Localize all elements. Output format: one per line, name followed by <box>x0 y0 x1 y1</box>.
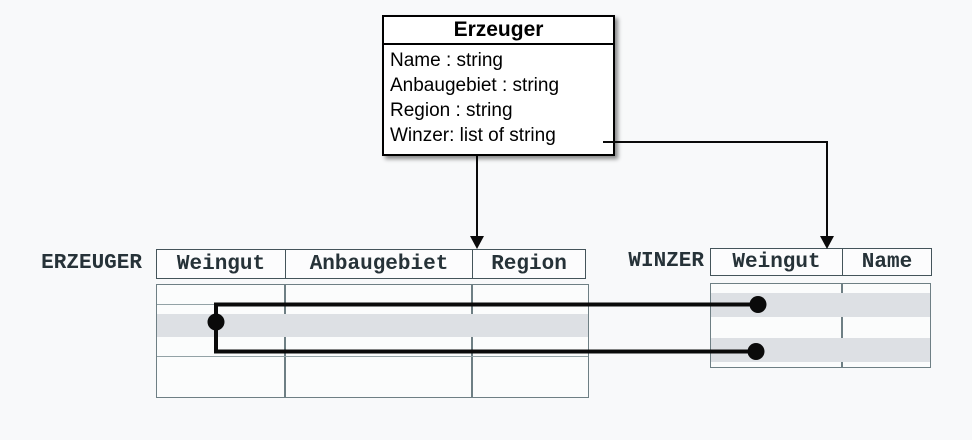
winzer-header-name: Name <box>861 250 913 274</box>
erzeuger-table-header: Weingut Anbaugebiet Region <box>156 249 586 279</box>
arrow-class-to-erzeuger-table <box>470 156 484 249</box>
arrowhead-icon <box>820 236 834 249</box>
winzer-header-weingut: Weingut <box>711 249 843 275</box>
column-separator <box>841 284 843 367</box>
class-attribute-name: Name : string <box>390 50 503 71</box>
erzeuger-header-region: Region <box>491 252 567 276</box>
column-separator <box>284 285 286 397</box>
erzeuger-header-anbaugebiet: Anbaugebiet <box>286 250 473 278</box>
winzer-table-label: WINZER <box>628 250 704 273</box>
class-attribute-winzer: Winzer: list of string <box>390 125 556 146</box>
relation-links <box>207 296 767 360</box>
class-box-erzeuger: Erzeuger Name : string Anbaugebiet : str… <box>382 15 615 156</box>
row-gridline <box>157 356 588 357</box>
erzeuger-highlighted-row <box>157 314 588 337</box>
column-separator <box>471 285 473 397</box>
arrow-winzer-attr-to-winzer-table <box>603 141 834 249</box>
class-title: Erzeuger <box>384 17 613 45</box>
erzeuger-table-label: ERZEUGER <box>41 252 142 275</box>
relation-link-upper <box>214 302 758 322</box>
erzeuger-header-weingut: Weingut <box>157 250 286 278</box>
link-dot-erzeuger <box>207 313 225 331</box>
link-dot-winzer-2 <box>747 343 765 360</box>
class-attributes: Name : string Anbaugebiet : string Regio… <box>384 45 613 148</box>
link-dot-winzer-1 <box>749 296 767 313</box>
class-attribute-anbaugebiet: Anbaugebiet : string <box>390 75 560 96</box>
class-attribute-region: Region : string <box>390 100 513 121</box>
relation-link-lower <box>214 322 756 354</box>
arrowhead-icon <box>470 236 484 249</box>
winzer-table-header: Weingut Name <box>710 248 932 276</box>
